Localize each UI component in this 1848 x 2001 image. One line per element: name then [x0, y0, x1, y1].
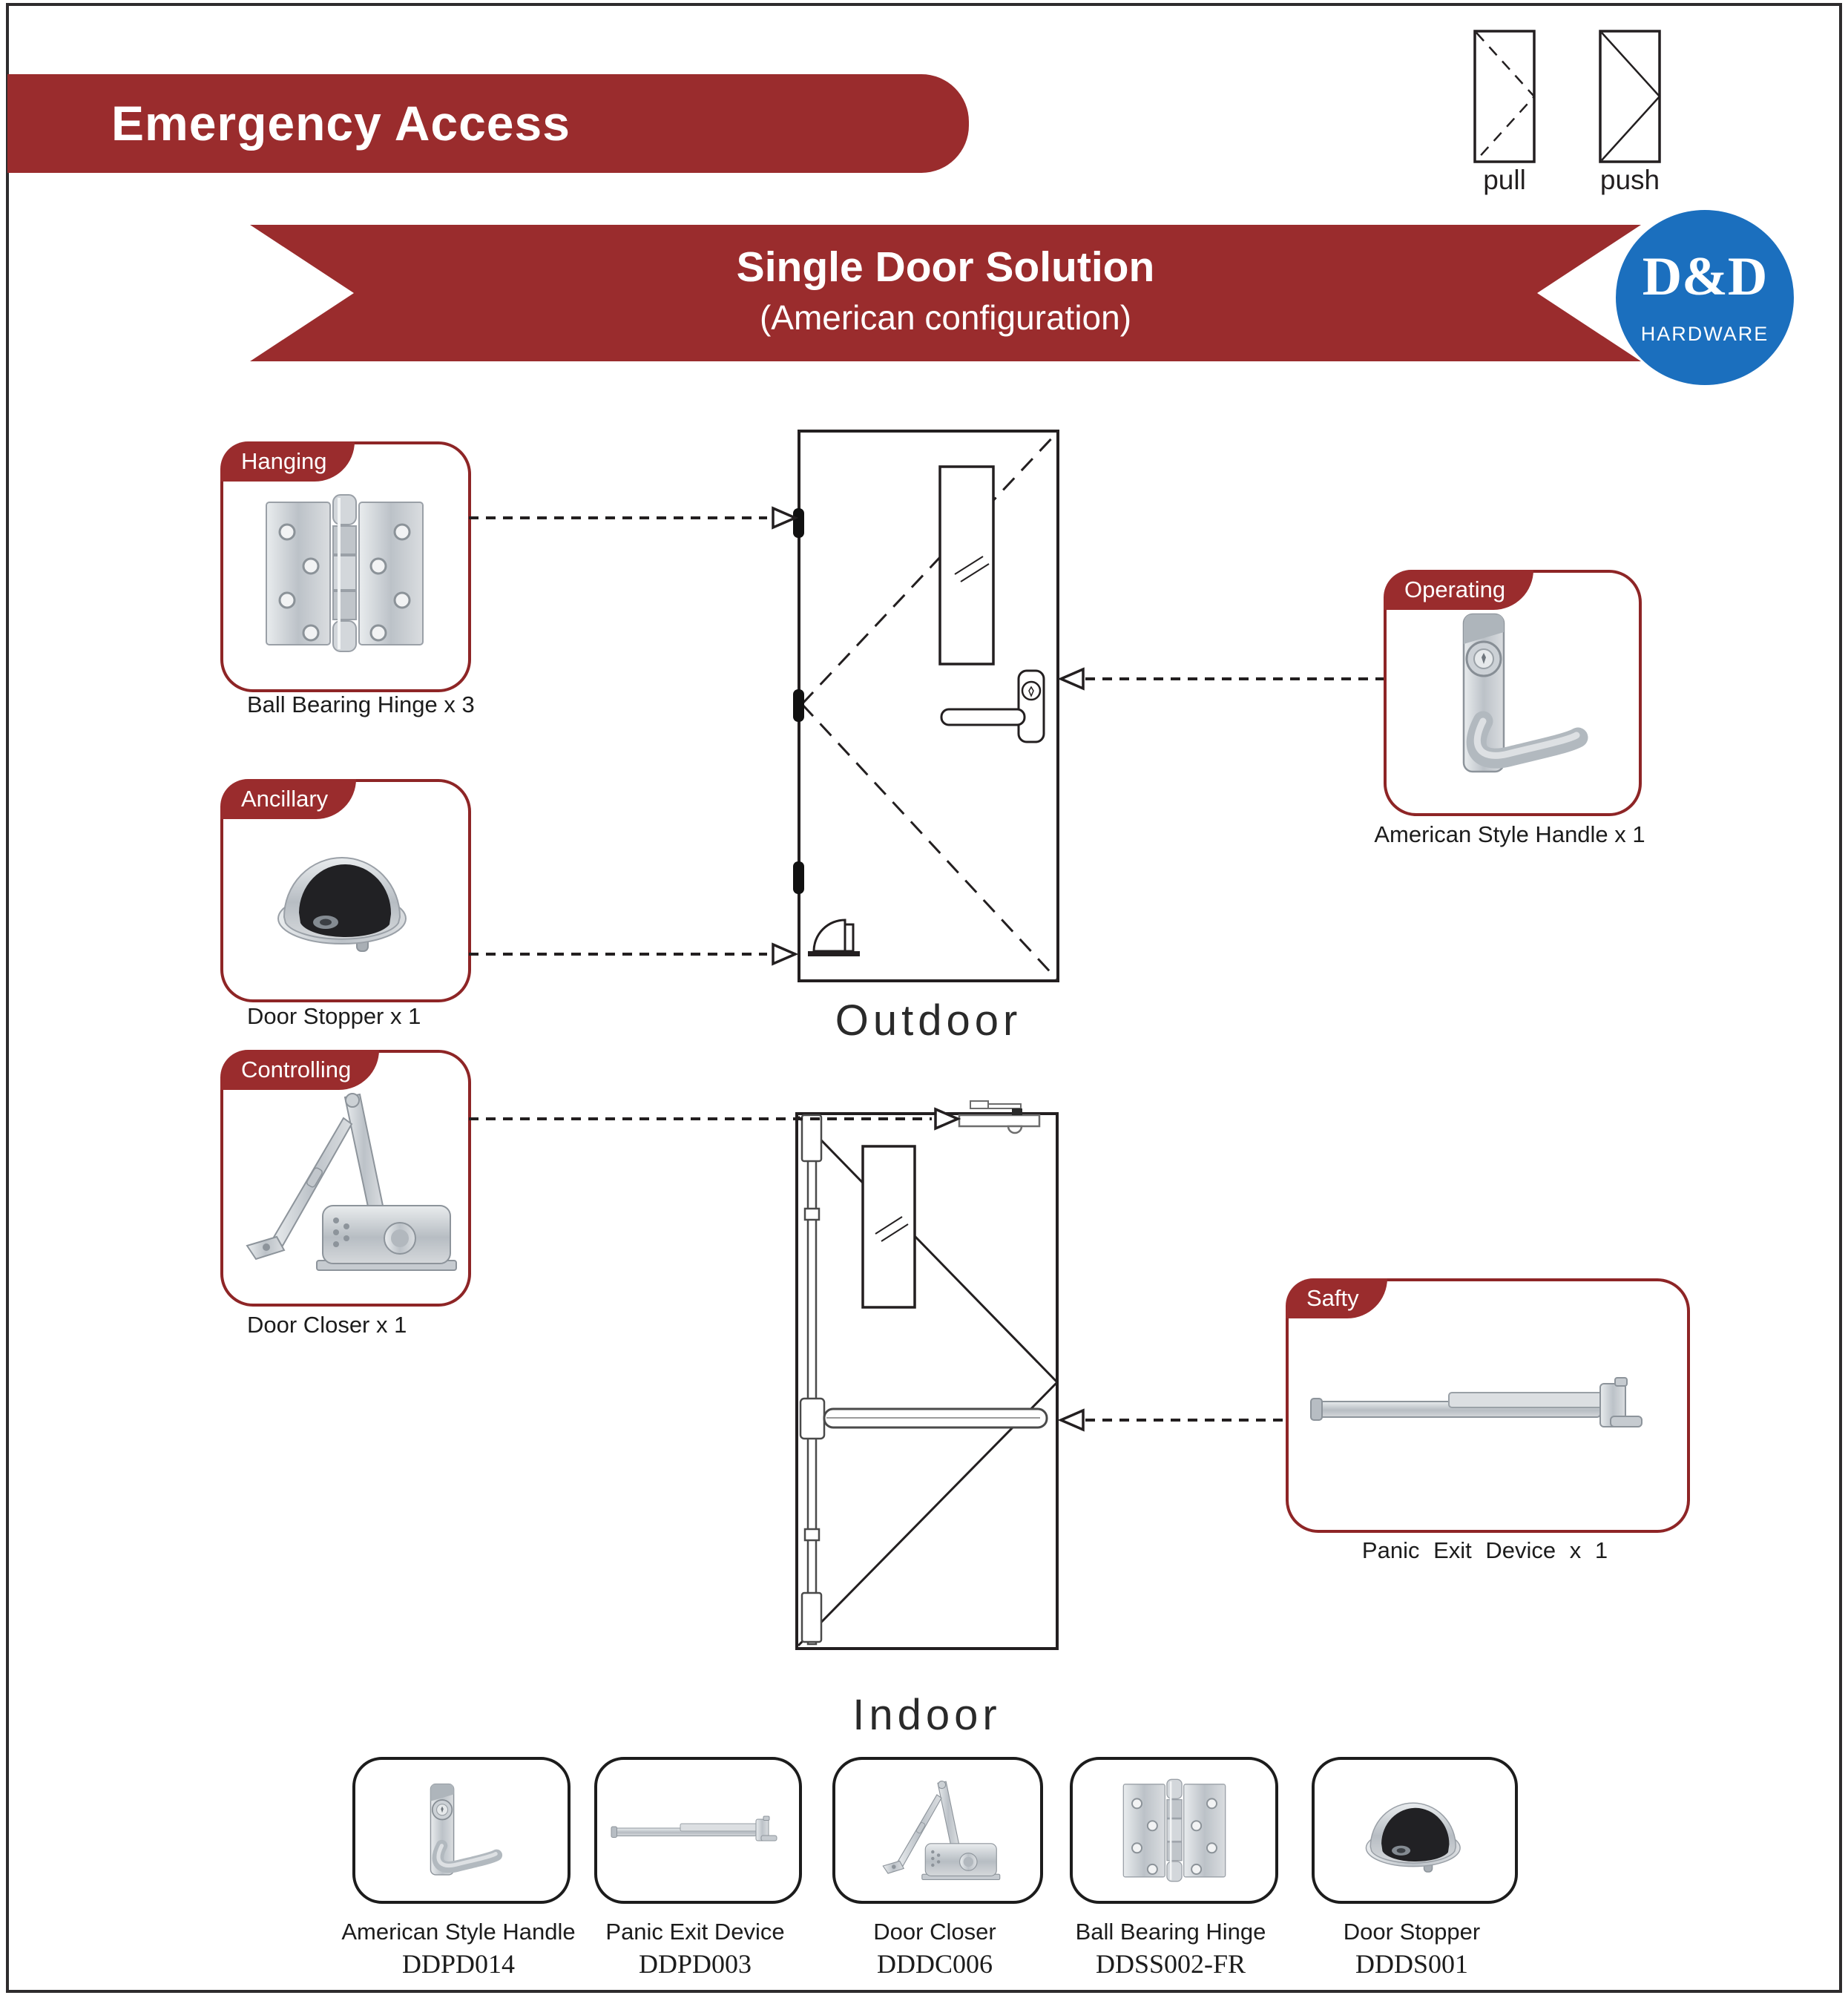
connector-safty — [1085, 1419, 1286, 1422]
ball-bearing-hinge-icon — [265, 493, 424, 653]
indoor-label: Indoor — [852, 1691, 1002, 1739]
callout-operating-product: American Style Handle x 1 — [1374, 821, 1645, 847]
connector-ancillary — [469, 953, 767, 956]
arrowhead-safty — [1057, 1408, 1085, 1432]
callout-safty: Safty — [1286, 1278, 1690, 1533]
callout-ancillary-product: Door Stopper x 1 — [247, 1003, 421, 1029]
outdoor-door-diagram — [793, 430, 1059, 982]
callout-ancillary: Ancillary — [220, 779, 471, 1002]
product-card-american-style-handle — [352, 1757, 570, 1904]
door-stopper-thumb — [1365, 1802, 1461, 1873]
product-name: Door Stopper — [1343, 1919, 1481, 1945]
product-card-door-stopper — [1312, 1757, 1518, 1904]
indoor-door-diagram — [795, 1100, 1059, 1650]
callout-hanging-product: Ball Bearing Hinge x 3 — [247, 691, 475, 717]
connector-controlling — [469, 1117, 932, 1120]
door-closer-icon — [246, 1093, 457, 1271]
product-code: DDDC006 — [876, 1949, 993, 1979]
product-name: Panic Exit Device — [605, 1919, 785, 1945]
pull-label: pull — [1483, 165, 1526, 195]
arrowhead-ancillary — [772, 942, 799, 966]
product-name: Ball Bearing Hinge — [1075, 1919, 1266, 1945]
push-label: push — [1599, 165, 1660, 195]
product-code: DDDS001 — [1355, 1949, 1468, 1979]
product-card-door-closer — [832, 1757, 1043, 1904]
callout-ancillary-tab: Ancillary — [220, 779, 357, 819]
brand-logo: D&D HARDWARE — [1616, 210, 1794, 385]
callout-operating: Operating — [1384, 570, 1642, 816]
connector-hanging — [469, 516, 767, 519]
ribbon-banner: Single Door Solution (American configura… — [250, 225, 1641, 361]
product-code: DDSS002-FR — [1095, 1949, 1246, 1979]
pull-door-icon — [1473, 30, 1536, 163]
brand-tagline: HARDWARE — [1640, 323, 1769, 345]
header-banner: Emergency Access — [7, 74, 969, 173]
callout-safty-product: Panic Exit Device x 1 — [1361, 1537, 1608, 1563]
outdoor-label: Outdoor — [835, 996, 1022, 1045]
callout-operating-tab: Operating — [1384, 570, 1534, 610]
callout-controlling-product: Door Closer x 1 — [247, 1312, 407, 1338]
callout-hanging: Hanging — [220, 441, 471, 692]
ball-bearing-hinge-thumb — [1122, 1778, 1226, 1883]
product-card-ball-bearing-hinge — [1070, 1757, 1278, 1904]
product-card-panic-exit-device — [594, 1757, 802, 1904]
arrowhead-operating — [1057, 667, 1085, 691]
american-style-handle-icon — [1421, 610, 1614, 781]
connector-operating — [1085, 677, 1384, 680]
door-stopper-icon — [277, 857, 407, 952]
product-name: Door Closer — [873, 1919, 996, 1945]
callout-controlling-tab: Controlling — [220, 1050, 380, 1090]
brand-name: D&D — [1642, 246, 1768, 307]
panic-exit-device-icon — [1310, 1377, 1643, 1427]
arrowhead-controlling — [934, 1107, 961, 1131]
arrowhead-hanging — [772, 506, 799, 530]
callout-controlling: Controlling — [220, 1050, 471, 1307]
door-closer-thumb — [882, 1781, 1001, 1880]
ribbon-title: Single Door Solution — [736, 243, 1155, 291]
product-name: American Style Handle — [341, 1919, 576, 1945]
american-style-handle-thumb — [406, 1781, 517, 1880]
product-code: DDPD014 — [401, 1949, 515, 1979]
callout-safty-tab: Safty — [1286, 1278, 1387, 1318]
push-door-icon — [1599, 30, 1661, 163]
product-code: DDPD003 — [638, 1949, 752, 1979]
panic-exit-device-thumb — [611, 1816, 777, 1841]
ribbon-subtitle: (American configuration) — [759, 298, 1132, 337]
page-title: Emergency Access — [111, 96, 570, 151]
callout-hanging-tab: Hanging — [220, 441, 355, 482]
